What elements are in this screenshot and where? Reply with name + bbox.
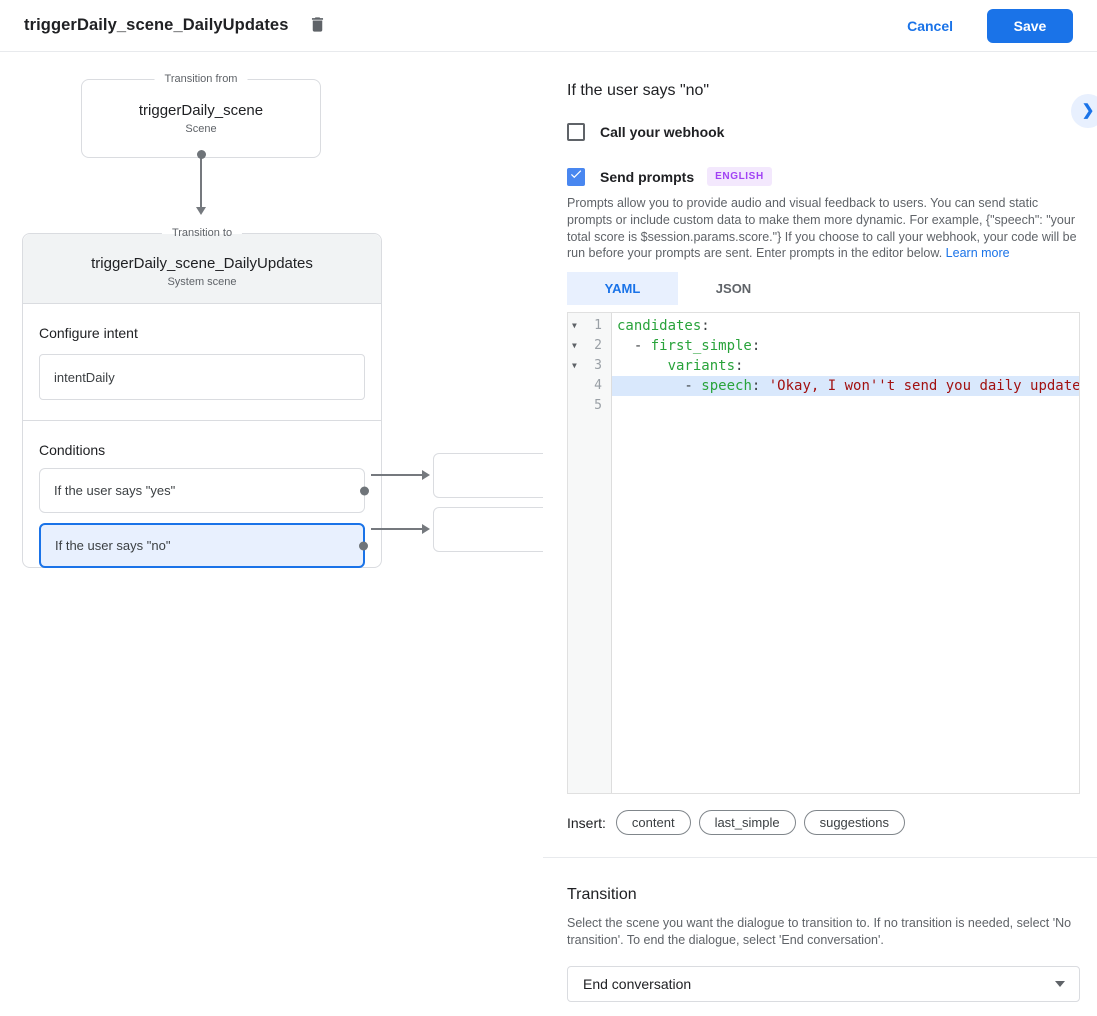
connector-dot <box>359 541 368 550</box>
transition-description: Select the scene you want the dialogue t… <box>567 916 1072 947</box>
send-prompts-label: Send prompts <box>600 168 695 185</box>
connector-line-vertical <box>200 157 202 209</box>
fold-arrow-icon[interactable]: ▼ <box>572 321 577 331</box>
code-token: variants <box>667 358 736 375</box>
editor-code[interactable]: candidates: - first_simple: variants: - … <box>612 313 1079 793</box>
collapse-panel-button[interactable]: ❯ <box>1071 94 1097 128</box>
dropdown-arrow-icon <box>1055 980 1065 987</box>
transition-target-no[interactable] <box>433 507 543 552</box>
condition-row-yes[interactable]: If the user says "yes" <box>39 468 369 513</box>
connector-line-no <box>371 528 423 530</box>
transition-from-title: triggerDaily_scene <box>138 102 264 119</box>
section-divider <box>23 420 381 421</box>
learn-more-link[interactable]: Learn more <box>945 246 1010 261</box>
transition-from-node[interactable]: Transition from triggerDaily_scene Scene <box>81 72 321 158</box>
prompts-section: If the user says "no" ❯ Call your webhoo… <box>543 82 1097 859</box>
condition-no-label: If the user says "no" <box>55 538 171 553</box>
conditions-heading: Conditions <box>39 442 106 458</box>
trash-icon <box>308 15 327 37</box>
code-line[interactable] <box>612 396 1079 416</box>
editor-format-tabs: YAML JSON <box>567 272 1080 306</box>
transition-select[interactable]: End conversation <box>567 965 1080 1002</box>
gutter-line: ▼1 <box>568 316 611 336</box>
webhook-label: Call your webhook <box>600 124 725 140</box>
line-number: 3 <box>594 358 602 374</box>
transition-to-legend: Transition to <box>161 226 243 241</box>
transition-select-value: End conversation <box>583 975 692 992</box>
gutter-line: ▼2 <box>568 336 611 356</box>
code-token: first_simple <box>650 338 752 355</box>
condition-row-no[interactable]: If the user says "no" <box>39 523 368 568</box>
transition-section: Transition Select the scene you want the… <box>543 858 1097 1002</box>
transition-to-header: triggerDaily_scene_DailyUpdates System s… <box>23 234 381 304</box>
transition-to-title: triggerDaily_scene_DailyUpdates <box>91 255 313 272</box>
code-token: : <box>701 318 710 335</box>
intent-field[interactable]: intentDaily <box>39 354 365 400</box>
fold-arrow-icon[interactable]: ▼ <box>572 361 577 371</box>
send-prompts-checkbox[interactable] <box>567 167 585 186</box>
transition-to-node[interactable]: Transition to triggerDaily_scene_DailyUp… <box>22 226 382 568</box>
gutter-line: 4 <box>568 376 611 396</box>
transition-to-subtitle: System scene <box>167 276 237 288</box>
tab-yaml[interactable]: YAML <box>567 272 678 306</box>
scene-flow-canvas: Transition from triggerDaily_scene Scene… <box>0 52 543 1016</box>
connector-arrow-yes <box>422 470 430 480</box>
insert-label: Insert: <box>567 814 606 831</box>
code-token: speech <box>701 378 752 395</box>
code-line[interactable]: candidates: <box>612 316 1079 336</box>
save-button[interactable]: Save <box>987 8 1073 43</box>
connector-dot <box>360 486 369 495</box>
fold-arrow-icon[interactable]: ▼ <box>572 341 577 351</box>
line-number: 2 <box>594 338 602 354</box>
connector-line-yes <box>371 474 423 476</box>
code-token: candidates <box>617 318 702 335</box>
code-token: 'Okay, I won''t send you daily update <box>768 378 1079 395</box>
top-bar: triggerDaily_scene_DailyUpdates Cancel S… <box>0 0 1097 52</box>
delete-scene-button[interactable] <box>308 15 327 37</box>
insert-last-simple-button[interactable]: last_simple <box>698 810 796 836</box>
code-line[interactable]: variants: <box>612 356 1079 376</box>
prompts-description: Prompts allow you to provide audio and v… <box>567 196 1077 261</box>
line-number: 4 <box>594 378 602 394</box>
gutter-line: ▼3 <box>568 356 611 376</box>
code-token: : <box>735 358 744 375</box>
condition-detail-panel: If the user says "no" ❯ Call your webhoo… <box>543 52 1097 1016</box>
panel-title: If the user says "no" <box>567 82 710 99</box>
transition-target-yes[interactable] <box>433 453 543 498</box>
connector-arrow-down <box>196 207 206 215</box>
language-badge: ENGLISH <box>707 167 772 186</box>
send-prompts-option[interactable]: Send prompts ENGLISH <box>567 167 1080 186</box>
code-token: - <box>617 378 702 395</box>
webhook-checkbox[interactable] <box>567 123 585 141</box>
cancel-button[interactable]: Cancel <box>907 17 953 34</box>
connector-dot <box>197 150 206 159</box>
code-line[interactable]: - speech: 'Okay, I won''t send you daily… <box>612 376 1079 397</box>
transition-heading: Transition <box>567 886 637 904</box>
condition-yes-label: If the user says "yes" <box>54 483 176 498</box>
insert-toolbar: Insert: content last_simple suggestions <box>567 810 1080 836</box>
configure-intent-heading: Configure intent <box>39 325 138 341</box>
gutter-line: 5 <box>568 396 611 416</box>
check-icon <box>569 167 583 186</box>
code-token: - <box>617 338 651 355</box>
code-token: : <box>751 378 769 395</box>
tab-json[interactable]: JSON <box>715 281 752 297</box>
chevron-right-icon: ❯ <box>1081 102 1095 119</box>
line-number: 5 <box>594 398 602 414</box>
transition-from-subtitle: Scene <box>185 123 217 135</box>
code-line[interactable]: - first_simple: <box>612 336 1079 356</box>
page-title: triggerDaily_scene_DailyUpdates <box>24 16 289 34</box>
insert-content-button[interactable]: content <box>615 810 691 836</box>
connector-arrow-no <box>422 524 430 534</box>
code-token <box>617 358 668 374</box>
webhook-option[interactable]: Call your webhook <box>567 123 1080 141</box>
line-number: 1 <box>594 318 602 334</box>
code-token: : <box>751 338 761 355</box>
transition-from-legend: Transition from <box>154 72 248 87</box>
insert-suggestions-button[interactable]: suggestions <box>803 810 905 836</box>
